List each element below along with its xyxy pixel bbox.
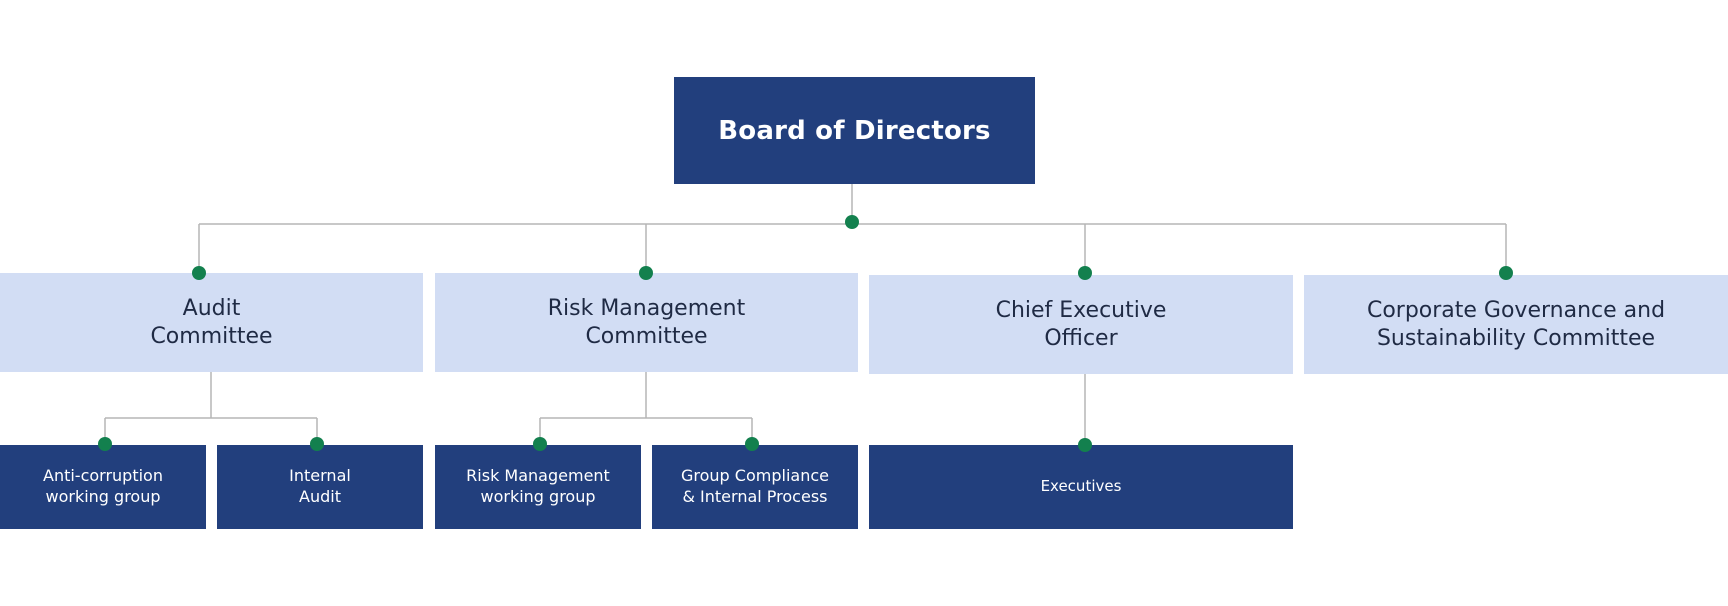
connector-dot-internal-audit	[310, 437, 324, 451]
internal-audit-label: Internal Audit	[289, 466, 351, 506]
connector-dot-chief-executive-officer	[1078, 266, 1092, 280]
risk-management-working-group-box: Risk Management working group	[435, 445, 641, 529]
audit-committee-box: Audit Committee	[0, 273, 423, 372]
internal-audit-box: Internal Audit	[217, 445, 423, 529]
anti-corruption-working-group-label: Anti-corruption working group	[43, 466, 163, 506]
connector-dot-corporate-governance	[1499, 266, 1513, 280]
chief-executive-officer-label: Chief Executive Officer	[995, 298, 1167, 351]
connector-dot-anti-corruption	[98, 437, 112, 451]
risk-management-working-group-label: Risk Management working group	[466, 466, 610, 506]
group-compliance-internal-process-label: Group Compliance & Internal Process	[681, 466, 829, 506]
connector-dot-risk-management-committee	[639, 266, 653, 280]
corporate-governance-committee-box: Corporate Governance and Sustainability …	[1304, 275, 1728, 374]
group-compliance-internal-process-box: Group Compliance & Internal Process	[652, 445, 858, 529]
anti-corruption-working-group-box: Anti-corruption working group	[0, 445, 206, 529]
board-of-directors-box: Board of Directors	[674, 77, 1035, 184]
audit-committee-label: Audit Committee	[150, 296, 273, 349]
connector-dot-audit-committee	[192, 266, 206, 280]
risk-management-committee-label: Risk Management Committee	[547, 296, 746, 349]
executives-box: Executives	[869, 445, 1293, 529]
connector-dot-root	[845, 215, 859, 229]
connector-dot-risk-working-group	[533, 437, 547, 451]
corporate-governance-committee-label: Corporate Governance and Sustainability …	[1366, 298, 1666, 351]
risk-management-committee-box: Risk Management Committee	[435, 273, 858, 372]
connector-dot-group-compliance	[745, 437, 759, 451]
connector-dot-executives	[1078, 438, 1092, 452]
board-of-directors-label: Board of Directors	[718, 115, 991, 146]
chief-executive-officer-box: Chief Executive Officer	[869, 275, 1293, 374]
executives-label: Executives	[1040, 477, 1122, 496]
